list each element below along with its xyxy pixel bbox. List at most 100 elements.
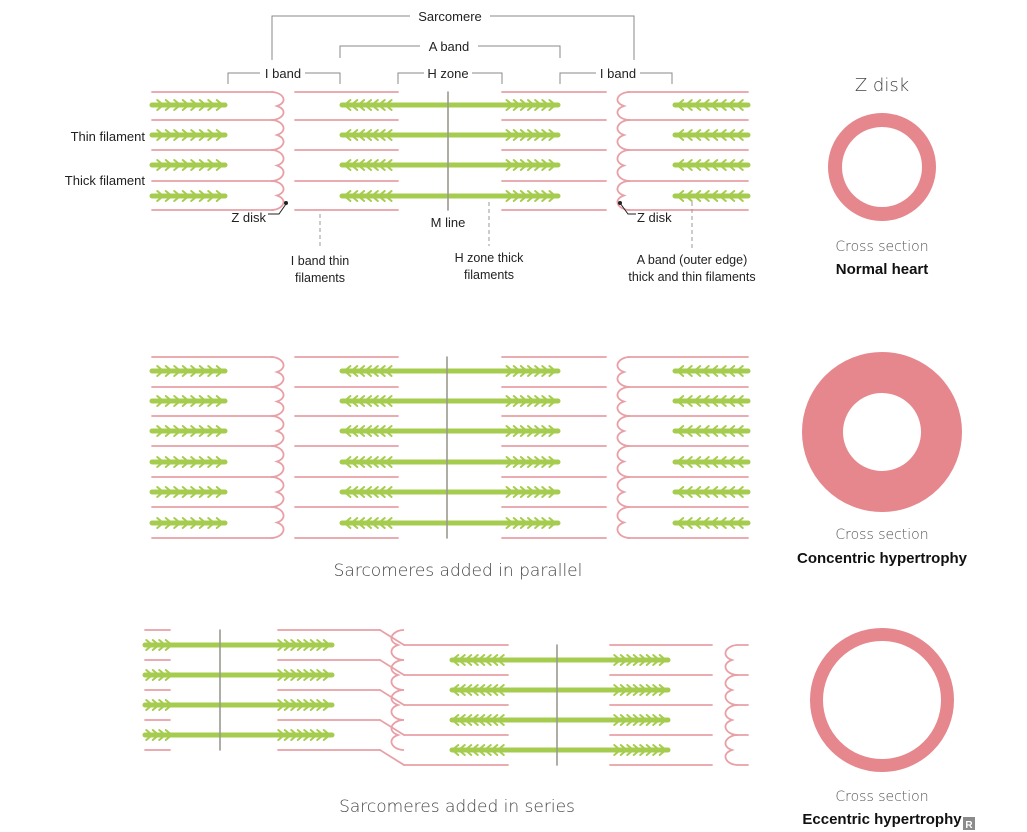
myosin-head (684, 365, 693, 377)
myosin-head (676, 425, 685, 437)
myosin-head (490, 714, 499, 726)
myosin-head (718, 190, 727, 202)
myosin-head (676, 365, 685, 377)
myosin-head (632, 654, 641, 666)
myosin-head (505, 129, 514, 141)
parallel-sarcomeres (149, 356, 751, 539)
myosin-head (727, 456, 736, 468)
myosin-head (701, 159, 710, 171)
myosin-head (483, 654, 492, 666)
myosin-head (181, 517, 190, 529)
myosin-head (512, 99, 521, 111)
myosin-head (534, 129, 543, 141)
myosin-head (156, 486, 165, 498)
myosin-head (548, 99, 557, 111)
myosin-head (735, 99, 744, 111)
myosin-head (619, 714, 628, 726)
myosin-head (164, 129, 173, 141)
myosin-head (290, 699, 299, 711)
label-a-band-outer-1: A band (outer edge) (637, 253, 748, 267)
myosin-head (519, 425, 528, 437)
myosin-head (296, 729, 305, 741)
myosin-head (519, 365, 528, 377)
label-a-band: A band (429, 39, 470, 54)
myosin-head (156, 190, 165, 202)
myosin-head (156, 517, 165, 529)
myosin-head (645, 654, 654, 666)
z-disk-right (616, 119, 631, 151)
myosin-head (357, 425, 366, 437)
myosin-head (701, 486, 710, 498)
myosin-head (181, 456, 190, 468)
myosin-head (527, 99, 535, 111)
myosin-head (190, 517, 199, 529)
cross-section-label-normal: Cross section (835, 239, 928, 255)
myosin-head (277, 639, 286, 651)
myosin-head (164, 365, 173, 377)
myosin-head (512, 395, 521, 407)
myosin-head (343, 365, 352, 377)
myosin-head (309, 729, 318, 741)
myosin-head (519, 190, 528, 202)
z-disk-series-1 (390, 719, 405, 751)
myosin-head (173, 99, 182, 111)
myosin-head (619, 654, 628, 666)
myosin-head (377, 365, 386, 377)
myosin-head (370, 425, 379, 437)
myosin-head (190, 190, 199, 202)
myosin-head (548, 129, 557, 141)
myosin-head (512, 486, 521, 498)
myosin-head (496, 654, 505, 666)
myosin-head (541, 517, 550, 529)
myosin-head (357, 486, 366, 498)
myosin-head (496, 714, 505, 726)
myosin-head (277, 729, 286, 741)
condition-normal: Normal heart (836, 261, 929, 278)
myosin-head (505, 159, 514, 171)
myosin-head (164, 639, 173, 651)
myosin-head (151, 699, 160, 711)
myosin-head (470, 744, 479, 756)
myosin-head (541, 159, 550, 171)
myosin-head (164, 699, 173, 711)
label-z-disk-left: Z disk (231, 210, 266, 225)
myosin-head (151, 729, 160, 741)
myosin-head (693, 395, 702, 407)
myosin-head (727, 395, 736, 407)
myosin-head (505, 425, 514, 437)
myosin-head (464, 744, 473, 756)
z-disk-right (616, 180, 631, 211)
z-disk-left (270, 386, 285, 417)
myosin-head (181, 190, 190, 202)
myosin-head (158, 699, 167, 711)
myosin-head (364, 159, 372, 171)
myosin-head (198, 486, 207, 498)
myosin-head (727, 517, 736, 529)
myosin-head (519, 517, 528, 529)
myosin-head (364, 395, 372, 407)
myosin-head (343, 99, 352, 111)
myosin-head (283, 639, 292, 651)
myosin-head (684, 159, 693, 171)
myosin-head (548, 425, 557, 437)
myosin-head (215, 486, 224, 498)
label-h-zone: H zone (427, 66, 468, 81)
myosin-head (173, 395, 182, 407)
myosin-head (684, 486, 693, 498)
myosin-head (710, 159, 719, 171)
myosin-head (548, 486, 557, 498)
myosin-head (684, 425, 693, 437)
myosin-head (718, 129, 727, 141)
z-disk-left (270, 476, 285, 508)
myosin-head (735, 365, 744, 377)
myosin-head (350, 99, 359, 111)
myosin-head (190, 395, 199, 407)
myosin-head (181, 486, 190, 498)
myosin-head (710, 99, 719, 111)
label-i-band-right: I band (600, 66, 636, 81)
myosin-head (207, 365, 216, 377)
myosin-head (156, 99, 165, 111)
bracket-i-band-right (559, 72, 673, 84)
myosin-head (173, 190, 182, 202)
myosin-head (464, 654, 473, 666)
